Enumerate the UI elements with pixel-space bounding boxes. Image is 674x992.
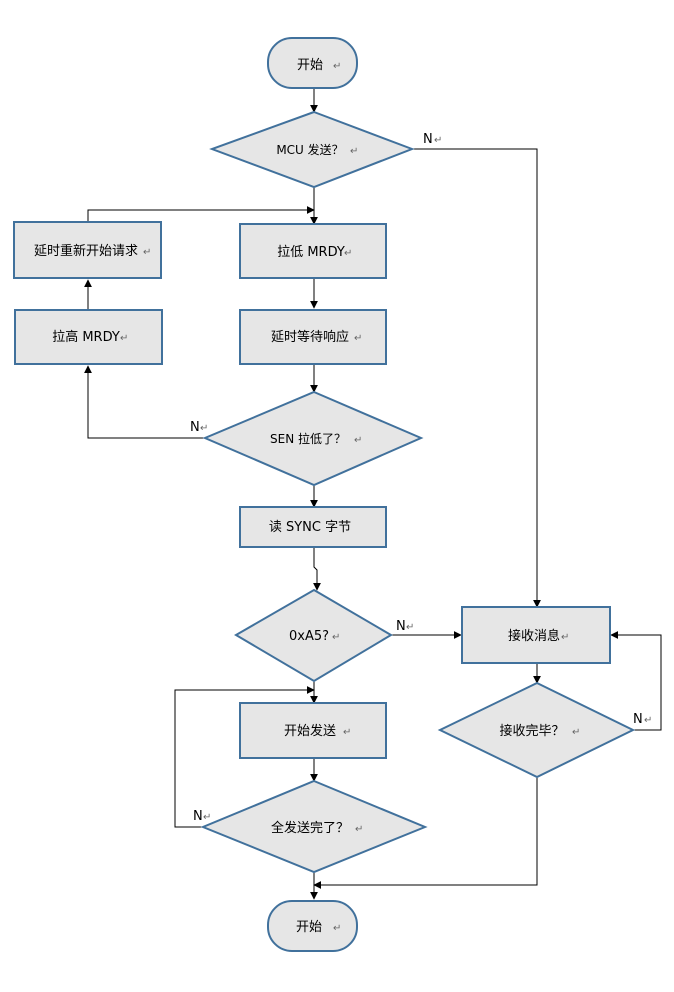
mcu-send-label: MCU 发送？ xyxy=(276,142,343,157)
receive-message-process: 接收消息 ↵ xyxy=(461,606,611,664)
end-terminal: 开始 ↵ xyxy=(267,900,358,952)
pull-high-mrdy-label: 拉高 MRDY xyxy=(52,329,120,345)
start-send-label: 开始发送 xyxy=(284,723,336,739)
pull-high-mrdy-process: 拉高 MRDY ↵ xyxy=(14,309,163,365)
connector-done-to-end xyxy=(313,777,538,889)
connector-sen-no-to-pullhigh xyxy=(84,365,205,439)
start-label: 开始 xyxy=(297,58,323,73)
read-sync-label: 读 SYNC 字节 xyxy=(269,520,351,535)
receive-done-para-mark: ↵ xyxy=(572,727,580,738)
pull-high-para-mark: ↵ xyxy=(120,333,128,344)
sen-low-decision: SEN 拉低了？ ↵ xyxy=(202,390,424,487)
delay-wait-para-mark: ↵ xyxy=(354,333,362,344)
receive-message-label: 接收消息 xyxy=(508,628,560,644)
sen-low-para-mark: ↵ xyxy=(354,435,362,446)
mcu-send-para-mark: ↵ xyxy=(350,146,358,157)
sen-low-label: SEN 拉低了？ xyxy=(270,431,346,446)
start-send-process: 开始发送 ↵ xyxy=(239,702,387,759)
pull-low-para-mark: ↵ xyxy=(344,248,352,259)
start-para-mark: ↵ xyxy=(333,61,341,72)
receive-done-decision: 接收完毕？ ↵ xyxy=(437,681,636,779)
check-a5-para-mark: ↵ xyxy=(332,632,340,643)
receive-done-no-label: N xyxy=(633,712,643,727)
start-send-para-mark: ↵ xyxy=(343,727,351,738)
connector-done-no-loop xyxy=(610,631,662,731)
receive-msg-para-mark: ↵ xyxy=(561,632,569,643)
check-a5-no-label: N xyxy=(396,619,406,634)
end-label: 开始 xyxy=(296,920,322,935)
read-sync-process: 读 SYNC 字节 xyxy=(239,506,387,548)
check-a5-label: 0xA5? xyxy=(289,629,329,644)
connector-mcu-no-to-receive xyxy=(411,148,541,608)
allsent-no-para-mark: ↵ xyxy=(203,812,211,823)
mcu-send-decision: MCU 发送？ ↵ xyxy=(209,110,415,189)
a5-no-para-mark: ↵ xyxy=(406,622,414,633)
delay-wait-label: 延时等待响应 xyxy=(271,329,349,345)
all-sent-no-label: N xyxy=(193,809,203,824)
all-sent-decision: 全发送完了？ ↵ xyxy=(200,779,428,874)
delay-restart-process: 延时重新开始请求 ↵ xyxy=(13,221,162,279)
done-no-para-mark: ↵ xyxy=(644,715,652,726)
branch-labels: N ↵ N ↵ N ↵ N ↵ N ↵ xyxy=(190,132,652,824)
connectors xyxy=(84,88,662,900)
end-para-mark: ↵ xyxy=(333,923,341,934)
start-terminal: 开始 ↵ xyxy=(267,37,358,89)
pull-low-mrdy-process: 拉低 MRDY ↵ xyxy=(239,223,387,279)
sen-low-no-label: N xyxy=(190,420,200,435)
delay-wait-process: 延时等待响应 ↵ xyxy=(239,309,387,365)
check-a5-decision: 0xA5? ↵ xyxy=(234,588,393,683)
connector-readsync-to-a5 xyxy=(313,547,321,591)
mcu-send-no-label: N xyxy=(423,132,433,147)
delay-restart-label: 延时重新开始请求 xyxy=(34,243,138,259)
sen-no-para-mark: ↵ xyxy=(200,423,208,434)
mcu-no-para-mark: ↵ xyxy=(434,135,442,146)
all-sent-label: 全发送完了？ xyxy=(271,820,349,836)
connector-allsent-no-loop xyxy=(174,686,315,828)
connector-restart-to-junction xyxy=(87,206,315,222)
delay-restart-para-mark: ↵ xyxy=(143,247,151,258)
all-sent-para-mark: ↵ xyxy=(355,824,363,835)
pull-low-mrdy-label: 拉低 MRDY xyxy=(277,245,345,260)
receive-done-label: 接收完毕？ xyxy=(499,723,564,739)
